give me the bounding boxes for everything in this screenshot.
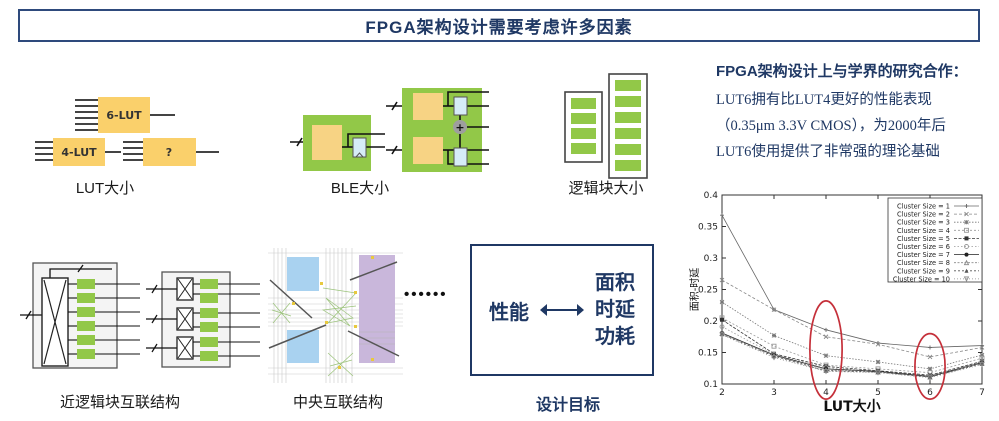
tradeoff-arrow-icon bbox=[540, 304, 584, 316]
local-interconnect-diagram bbox=[20, 252, 275, 382]
lut4-box bbox=[53, 138, 105, 166]
lut-size-caption: LUT大小 bbox=[75, 180, 135, 197]
ble2-lut-bottom bbox=[413, 137, 443, 164]
highlight-ellipse bbox=[914, 332, 946, 400]
logic-block-size-diagram bbox=[555, 68, 655, 188]
svg-text:0.3: 0.3 bbox=[704, 254, 718, 264]
area-label: 面积 bbox=[595, 271, 635, 294]
svg-text:0.35: 0.35 bbox=[698, 223, 718, 233]
logic-block-size-caption: 逻辑块大小 bbox=[568, 180, 644, 197]
lut-unknown-label: ? bbox=[166, 146, 172, 159]
logic-tile-blue bbox=[287, 257, 319, 291]
delay-label: 时延 bbox=[595, 298, 635, 321]
central-interconnect-caption: 中央互联结构 bbox=[292, 394, 383, 411]
ble2-ff-bottom bbox=[453, 147, 468, 167]
design-goal-caption: 设计目标 bbox=[535, 397, 600, 414]
lut4-label: 4-LUT bbox=[61, 146, 97, 159]
svg-text:Cluster Size = 9: Cluster Size = 9 bbox=[897, 267, 950, 275]
research-note: FPGA架构设计上与学界的研究合作： LUT6拥有比LUT4更好的性能表现 （0… bbox=[716, 60, 994, 165]
svg-text:Cluster Size = 10: Cluster Size = 10 bbox=[893, 275, 950, 283]
research-note-line: LUT6拥有比LUT4更好的性能表现 bbox=[716, 92, 932, 108]
adder-icon bbox=[453, 120, 467, 134]
svg-text:Cluster Size = 8: Cluster Size = 8 bbox=[897, 259, 950, 267]
svg-text:3: 3 bbox=[771, 388, 777, 398]
svg-text:Cluster Size = 3: Cluster Size = 3 bbox=[897, 219, 950, 227]
ram-column-purple bbox=[359, 255, 395, 363]
research-note-heading: FPGA架构设计上与学界的研究合作： bbox=[716, 63, 968, 80]
lut6-label: 6-LUT bbox=[106, 109, 142, 122]
page-title: FPGA架构设计需要考虑许多因素 bbox=[365, 18, 633, 37]
svg-text:0.25: 0.25 bbox=[698, 286, 718, 296]
svg-text:4: 4 bbox=[823, 388, 829, 398]
research-note-line: LUT6使用提供了非常强的理论基础 bbox=[716, 144, 940, 160]
ble1-lut bbox=[312, 125, 342, 160]
logic-tile-blue bbox=[287, 330, 319, 363]
svg-text:Cluster Size = 4: Cluster Size = 4 bbox=[897, 227, 950, 235]
design-goal-box: 性能 面积 时延 功耗 bbox=[470, 244, 654, 376]
svg-text:7: 7 bbox=[979, 388, 985, 398]
area-delay-power-labels: 面积 时延 功耗 bbox=[595, 270, 635, 351]
adder-plus-label: + bbox=[455, 121, 464, 134]
lut-unknown-box bbox=[143, 138, 196, 166]
svg-text:5: 5 bbox=[875, 388, 881, 398]
svg-text:0.4: 0.4 bbox=[704, 191, 719, 201]
highlight-ellipse bbox=[809, 299, 843, 400]
ble1-ff bbox=[352, 137, 367, 158]
svg-text:0.1: 0.1 bbox=[704, 380, 718, 390]
title-banner: FPGA架构设计需要考虑许多因素 bbox=[18, 9, 980, 42]
svg-text:Cluster Size = 2: Cluster Size = 2 bbox=[897, 211, 950, 219]
ble2-ff-top bbox=[453, 96, 468, 116]
lut6-box bbox=[98, 97, 150, 133]
local-interconnect-caption: 近逻辑块互联结构 bbox=[59, 394, 180, 411]
performance-label: 性能 bbox=[489, 301, 529, 324]
ble2-lut-top bbox=[413, 93, 443, 120]
ellipsis-dots: •••••• bbox=[404, 286, 448, 303]
svg-text:Cluster Size = 1: Cluster Size = 1 bbox=[897, 203, 950, 211]
research-note-line: （0.35μm 3.3V CMOS），为2000年后 bbox=[716, 118, 946, 134]
lut-size-diagram: 6-LUT 4-LUT ? bbox=[35, 85, 225, 180]
power-label: 功耗 bbox=[595, 325, 635, 348]
svg-text:面积-时延: 面积-时延 bbox=[689, 268, 701, 312]
svg-text:LUT大小: LUT大小 bbox=[823, 398, 880, 415]
svg-text:0.15: 0.15 bbox=[698, 349, 718, 359]
svg-text:0.2: 0.2 bbox=[704, 317, 718, 327]
svg-text:6: 6 bbox=[927, 388, 933, 398]
ble-size-caption: BLE大小 bbox=[330, 180, 390, 197]
svg-text:Cluster Size = 5: Cluster Size = 5 bbox=[897, 235, 950, 243]
svg-text:2: 2 bbox=[719, 388, 725, 398]
svg-text:Cluster Size = 6: Cluster Size = 6 bbox=[897, 243, 950, 251]
central-interconnect-diagram bbox=[268, 248, 403, 388]
svg-text:Cluster Size = 7: Cluster Size = 7 bbox=[897, 251, 950, 259]
ble-size-diagram: + bbox=[290, 68, 505, 183]
